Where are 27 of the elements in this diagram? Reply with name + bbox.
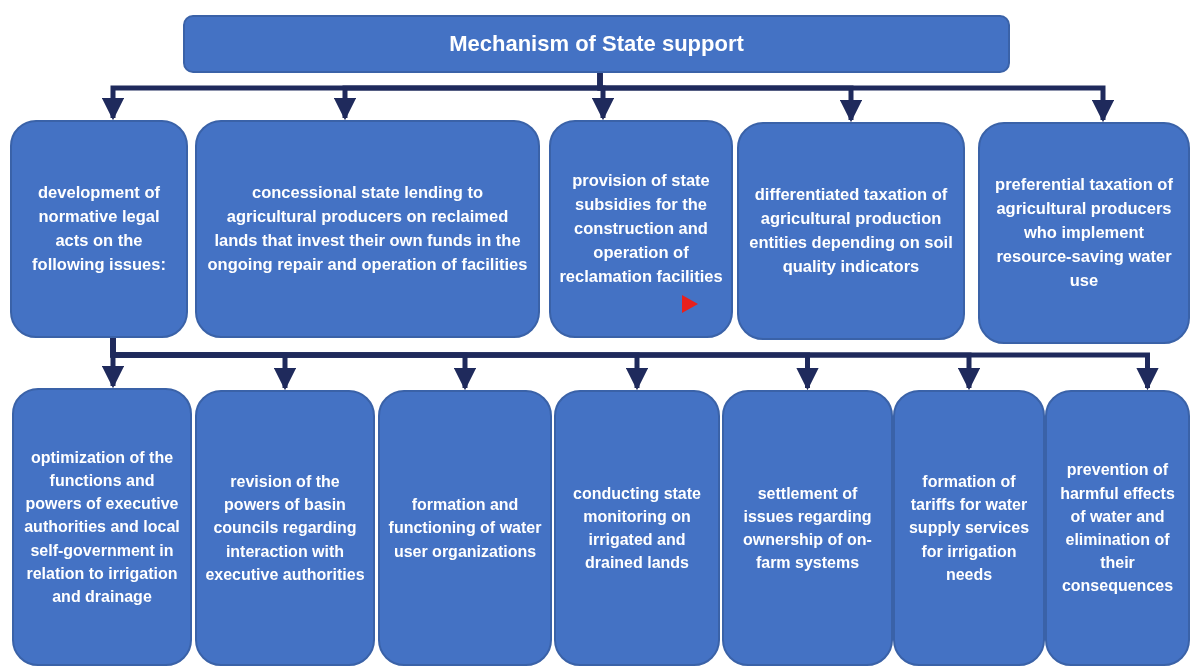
node-text: optimization of the functions and powers of executive authorities and local self-government in relation to irrigation and drainage	[23, 447, 181, 607]
process-box	[195, 390, 375, 666]
node-text: preferential taxation of agricultural producers who implement resource-saving water use	[994, 174, 1174, 291]
process-box	[737, 122, 965, 340]
process-box	[378, 390, 552, 666]
process-box	[10, 120, 188, 338]
node-text: prevention of harmful effects of water and elimination of their consequences	[1059, 460, 1176, 597]
arrow	[597, 73, 1115, 123]
process-box	[722, 390, 893, 666]
title-text: Mechanism of State support	[449, 30, 744, 59]
node-text: provision of state subsidies for the construction and operation of reclamation facilities	[559, 170, 723, 287]
title-box	[183, 15, 1010, 73]
node-text: revision of the powers of basin councils regarding interaction with executive authorities	[205, 472, 365, 585]
process-box	[1045, 390, 1190, 666]
node-text: formation of tariffs for water supply services for irrigation needs	[907, 472, 1031, 585]
node-text: concessional state lending to agricultural producers on reclaimed lands that invest their own funds in the ongoing repair and operation of facilities	[206, 182, 529, 275]
process-box	[12, 388, 192, 666]
process-box	[549, 120, 733, 338]
process-box	[195, 120, 540, 338]
process-box	[554, 390, 720, 666]
process-box	[978, 122, 1190, 344]
process-box	[893, 390, 1045, 666]
node-text: development of normative legal acts on the following issues:	[31, 182, 167, 275]
node-text: settlement of issues regarding ownership of on-farm systems	[742, 483, 873, 574]
node-text: differentiated taxation of agricultural production entities depending on soil quality indicators	[748, 184, 954, 277]
node-text: formation and functioning of water user organizations	[388, 495, 542, 562]
node-text: conducting state monitoring on irrigated and drained lands	[572, 483, 702, 574]
